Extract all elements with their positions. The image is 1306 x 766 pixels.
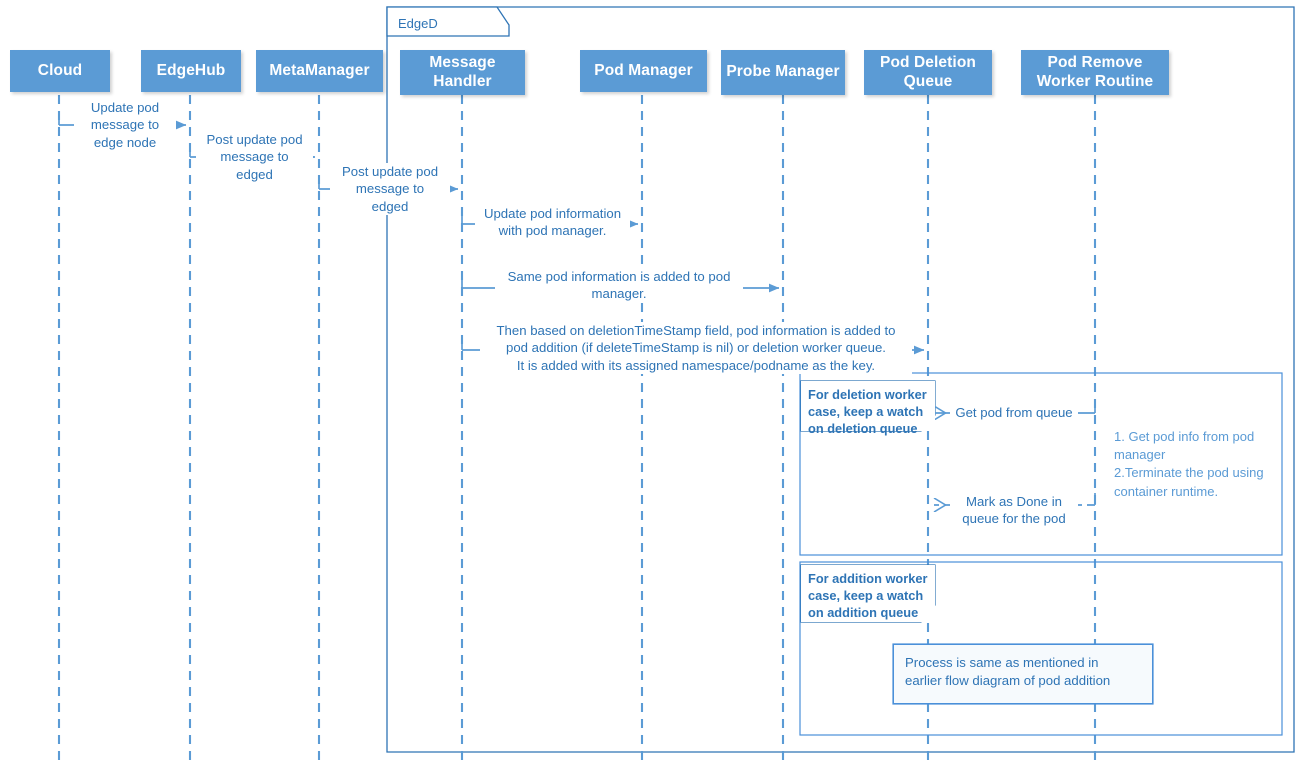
participant-cloud-label: Cloud xyxy=(37,61,83,79)
participant-pod-manager-label: Pod Manager xyxy=(594,61,693,79)
participant-probe-manager-label: Probe Manager xyxy=(726,63,840,81)
participant-cloud[interactable]: Cloud xyxy=(10,50,110,92)
message-label-m3: Post update pod message to edged xyxy=(330,163,450,216)
note-process-same-as-pod-addition: Process is same as mentioned in earlier … xyxy=(893,644,1153,704)
participant-probe-manager[interactable]: Probe Manager xyxy=(721,50,845,95)
note-deletion-worker: For deletion worker case, keep a watch o… xyxy=(801,381,935,436)
participant-pod-deletion-queue[interactable]: Pod Deletion Queue xyxy=(864,50,992,95)
message-label-m4: Update pod information with pod manager. xyxy=(475,205,630,240)
participant-edgehub[interactable]: EdgeHub xyxy=(141,50,241,92)
message-label-m6: Then based on deletionTimeStamp field, p… xyxy=(480,322,912,375)
edged-frame xyxy=(386,6,1295,753)
participant-message-handler[interactable]: Message Handler xyxy=(400,50,525,95)
participant-metamanager-label: MetaManager xyxy=(269,61,370,79)
note-remove-worker-steps: 1. Get pod info from pod manager 2.Termi… xyxy=(1114,429,1264,499)
message-label-m1: Update pod message to edge node xyxy=(74,99,176,152)
note-addition-worker: For addition worker case, keep a watch o… xyxy=(801,565,935,622)
participant-metamanager[interactable]: MetaManager xyxy=(256,50,383,92)
participant-pod-manager[interactable]: Pod Manager xyxy=(580,50,707,92)
participant-pod-remove-worker[interactable]: Pod Remove Worker Routine xyxy=(1021,50,1169,95)
participant-pod-deletion-queue-label: Pod Deletion Queue xyxy=(880,54,976,90)
participant-message-handler-label: Message Handler xyxy=(429,54,496,90)
participant-pod-remove-worker-label: Pod Remove Worker Routine xyxy=(1036,54,1154,90)
message-label-m5: Same pod information is added to pod man… xyxy=(495,268,743,303)
message-label-m7: Get pod from queue xyxy=(950,404,1078,422)
message-label-m8: Mark as Done in queue for the pod xyxy=(950,493,1078,528)
frame-label-edged: EdgeD xyxy=(398,16,438,31)
participant-edgehub-label: EdgeHub xyxy=(156,61,226,79)
message-label-m2: Post update pod message to edged xyxy=(196,131,313,184)
